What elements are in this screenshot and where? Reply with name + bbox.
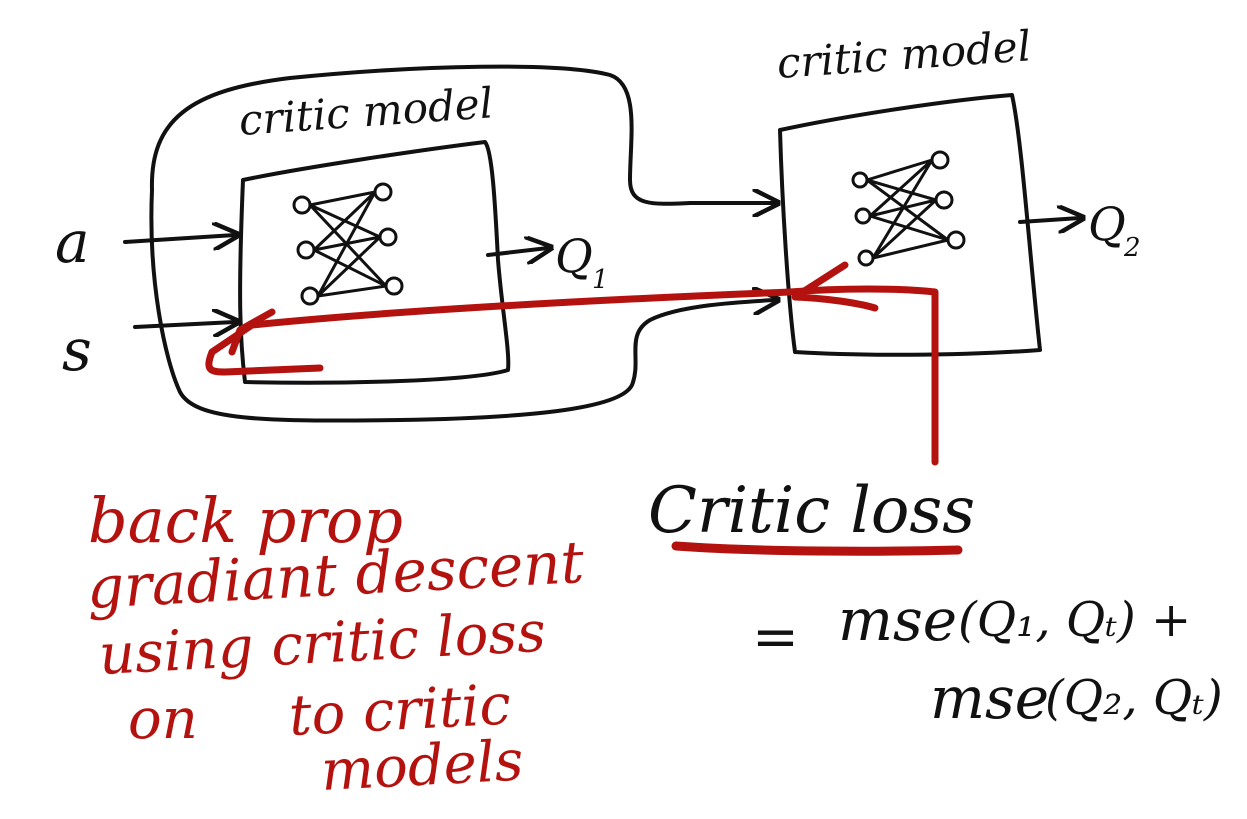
input-s-arrow: [133, 322, 235, 327]
critic-loss-underline: [671, 541, 963, 556]
q1-label: Q: [555, 229, 593, 283]
q2-label: Q: [1088, 197, 1126, 251]
input-a-label: a: [55, 208, 90, 276]
loss-term-2-args: (Q₂, Qₜ): [1045, 670, 1223, 726]
loss-term-1-mse: mse: [838, 586, 957, 654]
critic-1-title: critic model: [237, 78, 494, 145]
backprop-path-main: [205, 285, 939, 466]
backprop-path-critic-2: [791, 261, 879, 312]
outer-feed-loop-lower: [149, 188, 775, 423]
neural-network-1-icon: [292, 182, 404, 306]
note-line-4a: on: [128, 687, 198, 752]
loss-term-1-args: (Q₁, Qₜ) +: [958, 592, 1191, 648]
critic-loss-title: Critic loss: [648, 474, 975, 548]
note-line-5: models: [319, 728, 525, 804]
loss-term-2-mse: mse: [930, 664, 1049, 732]
critic-2-title: critic model: [775, 21, 1032, 88]
neural-network-2-icon: [851, 150, 966, 267]
outer-feed-loop: [149, 64, 775, 204]
backprop-arrowhead-critic-1: [228, 308, 276, 356]
loss-equals: =: [752, 605, 799, 670]
q2-subscript: 2: [1123, 233, 1141, 263]
input-a-arrow: [123, 235, 235, 242]
q1-subscript: 1: [592, 265, 609, 295]
critic-2-box: [778, 93, 1042, 357]
q1-output-arrow: [486, 248, 548, 255]
input-s-label: s: [62, 316, 92, 384]
note-line-4b: to critic: [287, 672, 512, 749]
critic-1-box: [238, 140, 511, 385]
q2-output-arrow: [1018, 218, 1080, 222]
note-line-1: back prop: [88, 484, 403, 557]
